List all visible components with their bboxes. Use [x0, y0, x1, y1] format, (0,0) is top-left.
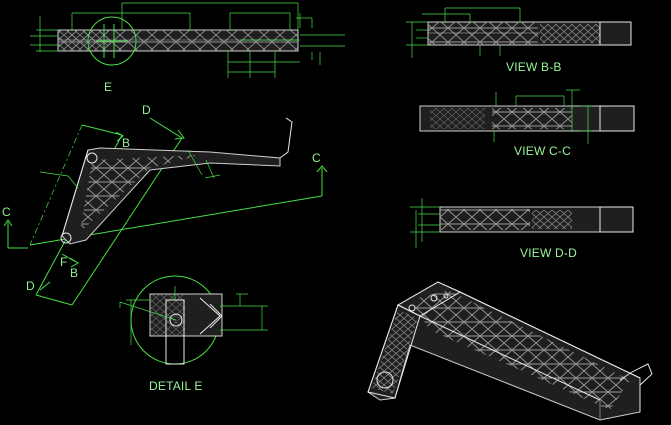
view-b-b: VIEW B-B	[406, 7, 632, 74]
label-view-d-d: VIEW D-D	[520, 246, 577, 260]
detail-e-view: DETAIL E	[119, 275, 268, 393]
view-c-c: VIEW C-C	[419, 89, 635, 158]
top-view: E	[30, 2, 345, 94]
label-c-left: C	[2, 205, 11, 219]
label-d-left: D	[26, 279, 35, 293]
label-view-c-c: VIEW C-C	[514, 144, 571, 158]
detail-e-callout-circle	[87, 16, 137, 66]
label-f-bottom: F	[60, 255, 67, 269]
label-b-bottom: B	[70, 266, 78, 280]
label-c-right: C	[312, 151, 321, 165]
label-e-top: E	[104, 80, 112, 94]
isometric-view	[367, 281, 653, 421]
view-d-d: VIEW D-D	[410, 198, 634, 260]
label-b-top: B	[122, 136, 130, 150]
label-view-b-b: VIEW B-B	[506, 60, 562, 74]
label-detail-e: DETAIL E	[149, 379, 203, 393]
label-d-top: D	[142, 103, 151, 117]
main-angled-view: B D C C D F B	[2, 103, 328, 306]
